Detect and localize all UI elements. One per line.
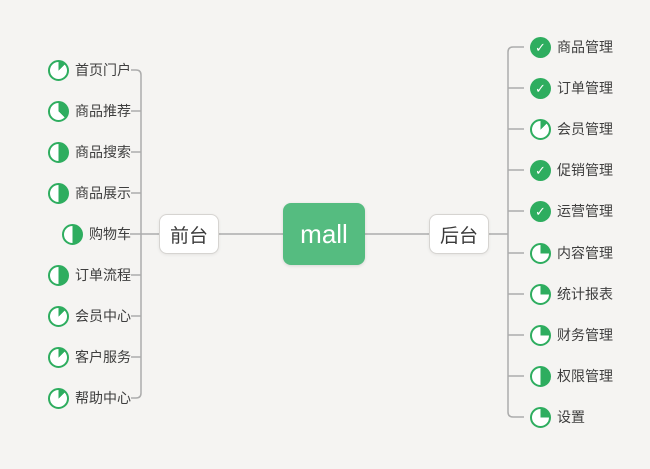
- topic-row-settings[interactable]: 设置: [530, 405, 585, 429]
- pie-progress-icon[interactable]: [530, 242, 551, 264]
- pie-progress-icon[interactable]: [48, 387, 69, 409]
- pie-progress-icon[interactable]: [48, 346, 69, 368]
- check-icon[interactable]: ✓: [530, 36, 551, 58]
- pie-progress-icon[interactable]: [48, 182, 69, 204]
- topic-row-cart[interactable]: 购物车: [62, 222, 131, 246]
- pie-progress-icon[interactable]: [530, 283, 551, 305]
- backend-branch-node[interactable]: 后台: [429, 214, 489, 254]
- topic-label: 帮助中心: [75, 390, 131, 406]
- topic-row-help-center[interactable]: 帮助中心: [48, 386, 131, 410]
- topic-row-finance-mgmt[interactable]: 财务管理: [530, 323, 613, 347]
- topic-label: 客户服务: [75, 349, 131, 365]
- topic-label: 会员管理: [557, 121, 613, 137]
- topic-label: 统计报表: [557, 286, 613, 302]
- topic-row-content-mgmt[interactable]: 内容管理: [530, 241, 613, 265]
- pie-progress-icon[interactable]: [530, 324, 551, 346]
- topic-row-product-search[interactable]: 商品搜索: [48, 140, 131, 164]
- topic-label: 订单流程: [75, 267, 131, 283]
- topic-row-member-center[interactable]: 会员中心: [48, 304, 131, 328]
- pie-progress-icon[interactable]: [48, 264, 69, 286]
- topic-label: 内容管理: [557, 245, 613, 261]
- pie-progress-icon[interactable]: [62, 223, 83, 245]
- topic-label: 会员中心: [75, 308, 131, 324]
- topic-row-operation-mgmt[interactable]: ✓ 运营管理: [530, 199, 613, 223]
- topic-label: 首页门户: [75, 62, 131, 78]
- topic-label: 财务管理: [557, 327, 613, 343]
- pie-progress-icon[interactable]: [48, 305, 69, 327]
- topic-row-permission-mgmt[interactable]: 权限管理: [530, 364, 613, 388]
- check-icon[interactable]: ✓: [530, 77, 551, 99]
- topic-row-order-mgmt[interactable]: ✓ 订单管理: [530, 76, 613, 100]
- topic-label: 商品管理: [557, 39, 613, 55]
- topic-row-product-mgmt[interactable]: ✓ 商品管理: [530, 35, 613, 59]
- pie-progress-icon[interactable]: [48, 141, 69, 163]
- topic-label: 商品推荐: [75, 103, 131, 119]
- pie-progress-icon[interactable]: [530, 118, 551, 140]
- root-node-mall[interactable]: mall: [283, 203, 365, 265]
- topic-row-customer-service[interactable]: 客户服务: [48, 345, 131, 369]
- check-icon[interactable]: ✓: [530, 159, 551, 181]
- topic-row-statistics-report[interactable]: 统计报表: [530, 282, 613, 306]
- topic-row-home-portal[interactable]: 首页门户: [48, 58, 131, 82]
- topic-row-promotion-mgmt[interactable]: ✓ 促销管理: [530, 158, 613, 182]
- topic-row-product-display[interactable]: 商品展示: [48, 181, 131, 205]
- topic-row-member-mgmt[interactable]: 会员管理: [530, 117, 613, 141]
- topic-row-product-recommend[interactable]: 商品推荐: [48, 99, 131, 123]
- topic-label: 设置: [557, 409, 585, 425]
- pie-progress-icon[interactable]: [48, 100, 69, 122]
- pie-progress-icon[interactable]: [530, 406, 551, 428]
- topic-label: 商品展示: [75, 185, 131, 201]
- topic-label: 购物车: [89, 226, 131, 242]
- topic-label: 运营管理: [557, 203, 613, 219]
- topic-row-order-flow[interactable]: 订单流程: [48, 263, 131, 287]
- pie-progress-icon[interactable]: [530, 365, 551, 387]
- pie-progress-icon[interactable]: [48, 59, 69, 81]
- topic-label: 订单管理: [557, 80, 613, 96]
- topic-label: 权限管理: [557, 368, 613, 384]
- frontend-branch-node[interactable]: 前台: [159, 214, 219, 254]
- topic-label: 促销管理: [557, 162, 613, 178]
- check-icon[interactable]: ✓: [530, 200, 551, 222]
- topic-label: 商品搜索: [75, 144, 131, 160]
